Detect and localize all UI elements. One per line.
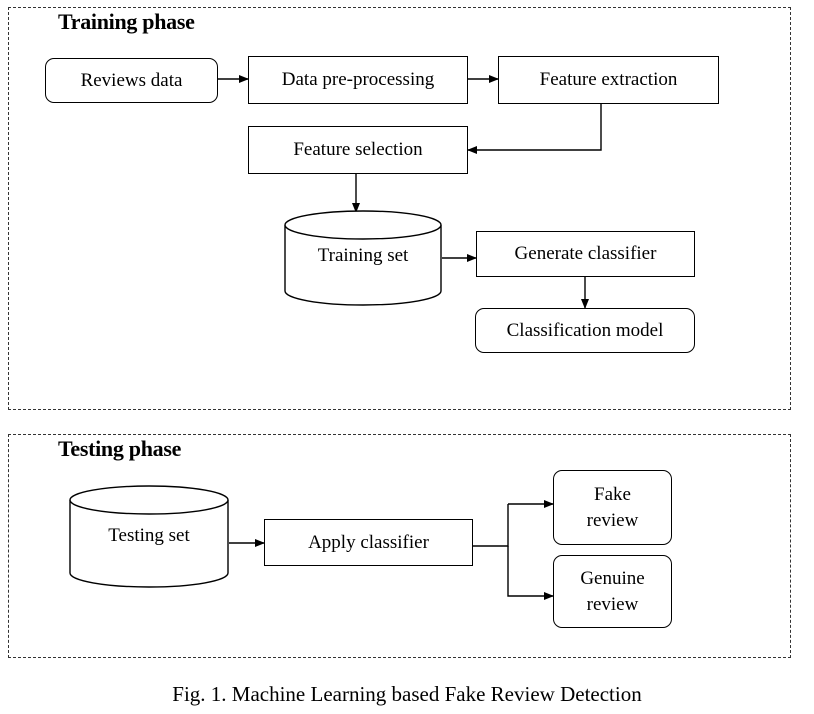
data-preprocessing-node: Data pre-processing (248, 56, 468, 104)
training-set-label: Training set (317, 245, 409, 266)
feature-extraction-node: Feature extraction (498, 56, 719, 104)
classification-model-node: Classification model (475, 308, 695, 353)
feature-selection-node: Feature selection (248, 126, 468, 174)
genuine-review-line-2: review (586, 593, 639, 615)
branch-apply-to-outputs (473, 504, 509, 547)
fake-review-node: Fake review (553, 470, 672, 545)
training-phase-panel (8, 7, 791, 410)
arrow-to-genuine-review (507, 546, 554, 600)
generate-classifier-node: Generate classifier (476, 231, 695, 277)
testing-phase-title: Testing phase (58, 436, 182, 461)
reviews-data-node: Reviews data (45, 58, 218, 103)
figure-caption: Fig. 1. Machine Learning based Fake Revi… (172, 682, 642, 706)
genuine-review-node: Genuine review (553, 555, 672, 628)
fake-review-line-1: Fake (594, 483, 631, 505)
testing-set-label: Testing set (108, 525, 190, 546)
testing-phase-panel (8, 434, 791, 658)
training-set-cylinder (284, 210, 442, 306)
testing-set-cylinder (69, 485, 229, 588)
arrow-extraction-to-selection (467, 103, 602, 154)
training-phase-title: Training phase (58, 9, 195, 34)
genuine-review-line-1: Genuine (580, 567, 645, 589)
apply-classifier-node: Apply classifier (264, 519, 473, 566)
fake-review-line-2: review (586, 509, 639, 531)
